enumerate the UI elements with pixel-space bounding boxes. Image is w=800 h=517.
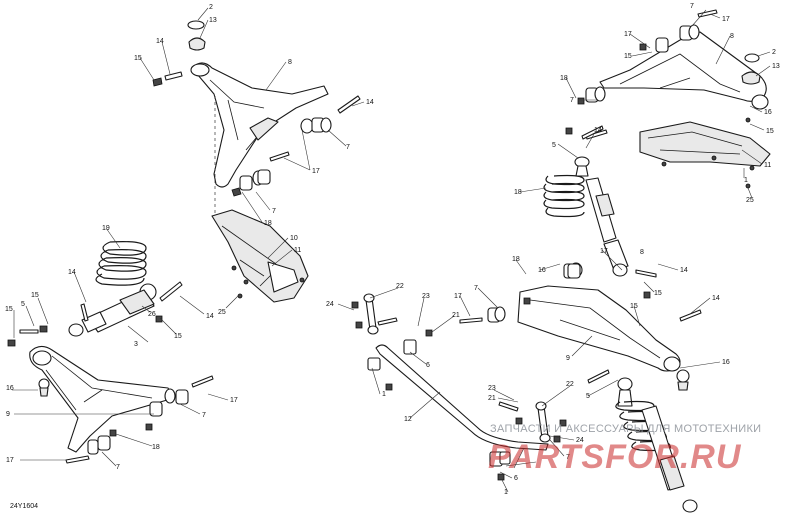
callout-11: 11 (764, 162, 771, 169)
callout-7: 7 (116, 464, 120, 471)
callout-19: 19 (102, 225, 110, 232)
callout-5: 5 (586, 393, 590, 400)
figure-code: 24Y1604 (10, 503, 39, 510)
callout-24: 24 (326, 301, 334, 308)
callout-14: 14 (156, 38, 164, 45)
callout-25: 25 (218, 309, 226, 316)
callout-14: 14 (594, 127, 602, 134)
callout-7: 7 (690, 3, 694, 10)
callout-22: 22 (566, 381, 574, 388)
callout-15: 15 (174, 333, 182, 340)
callout-9: 9 (6, 411, 10, 418)
shock-absorber-right (543, 125, 657, 299)
callout-6: 6 (514, 475, 518, 482)
callout-16: 16 (6, 385, 14, 392)
callout-7: 7 (566, 454, 570, 461)
callout-17: 17 (454, 293, 462, 300)
upper-a-arm-left (152, 20, 361, 197)
callout-7: 7 (570, 97, 574, 104)
callout-9: 9 (566, 355, 570, 362)
callout-15: 15 (654, 290, 662, 297)
callout-18: 18 (264, 220, 272, 227)
callout-17: 17 (6, 457, 14, 464)
callout-21: 21 (452, 312, 460, 319)
callout-15: 15 (624, 53, 632, 60)
callout-14: 14 (68, 269, 76, 276)
callout-14: 14 (712, 295, 720, 302)
callout-17: 17 (722, 16, 730, 23)
upper-a-arm-right (577, 9, 769, 140)
callout-12: 12 (404, 416, 412, 423)
watermark-caption: ЗАПЧАСТИ И АКСЕССУАРЫ ДЛЯ МОТОТЕХНИКИ (490, 423, 762, 435)
callout-21: 21 (488, 395, 496, 402)
callout-1: 1 (382, 391, 386, 398)
lower-a-arm-right (459, 263, 702, 391)
callout-13: 13 (209, 17, 217, 24)
callout-1: 1 (504, 489, 508, 496)
leader-lines (12, 7, 771, 493)
callout-5: 5 (21, 301, 25, 308)
callout-10: 10 (290, 235, 298, 242)
callout-15: 15 (630, 303, 638, 310)
callout-26: 26 (148, 311, 156, 318)
callout-14: 14 (680, 267, 688, 274)
callout-7: 7 (202, 412, 206, 419)
callout-15: 15 (766, 128, 774, 135)
callout-17: 17 (624, 31, 632, 38)
callout-8: 8 (730, 33, 734, 40)
callout-6: 6 (426, 362, 430, 369)
callout-14: 14 (366, 99, 374, 106)
callout-15: 15 (5, 306, 13, 313)
callout-24: 24 (576, 437, 584, 444)
callout-23: 23 (488, 385, 496, 392)
callout-25: 25 (746, 197, 754, 204)
callout-16: 16 (538, 267, 546, 274)
callout-11: 1 (744, 177, 748, 184)
callout-18: 18 (152, 444, 160, 451)
mounting-bracket-right (639, 117, 771, 189)
callout-16: 16 (722, 359, 730, 366)
callout-13: 13 (772, 63, 780, 70)
callout-7: 7 (474, 285, 478, 292)
callout-22: 22 (396, 283, 404, 290)
callout-15: 15 (134, 55, 142, 62)
callout-3: 3 (134, 341, 138, 348)
callout-16: 16 (764, 109, 772, 116)
shock-absorber-left (68, 241, 183, 337)
callout-15: 15 (31, 292, 39, 299)
callout-7: 7 (346, 144, 350, 151)
callout-8: 8 (640, 249, 644, 256)
callout-14: 14 (206, 313, 214, 320)
callout-2: 2 (772, 49, 776, 56)
callout-5: 5 (552, 142, 556, 149)
callout-numbers: 2 13 14 15 8 14 7 17 7 18 10 11 25 19 14… (5, 3, 780, 496)
stabilizer-bar (351, 293, 567, 481)
watermark-logo: PARTSFOR.RU (488, 438, 742, 476)
coil-over-shock-right (587, 369, 698, 513)
callout-2: 2 (209, 4, 213, 11)
callout-17: 17 (600, 248, 608, 255)
callout-18: 18 (512, 256, 520, 263)
callout-17: 17 (312, 168, 320, 175)
callout-17: 17 (230, 397, 238, 404)
callout-11: 11 (294, 247, 301, 254)
callout-18: 18 (514, 189, 522, 196)
callout-18: 18 (560, 75, 568, 82)
callout-7: 7 (272, 208, 276, 215)
callout-23: 23 (422, 293, 430, 300)
lower-a-arm-left (7, 325, 214, 464)
callout-8: 8 (288, 59, 292, 66)
